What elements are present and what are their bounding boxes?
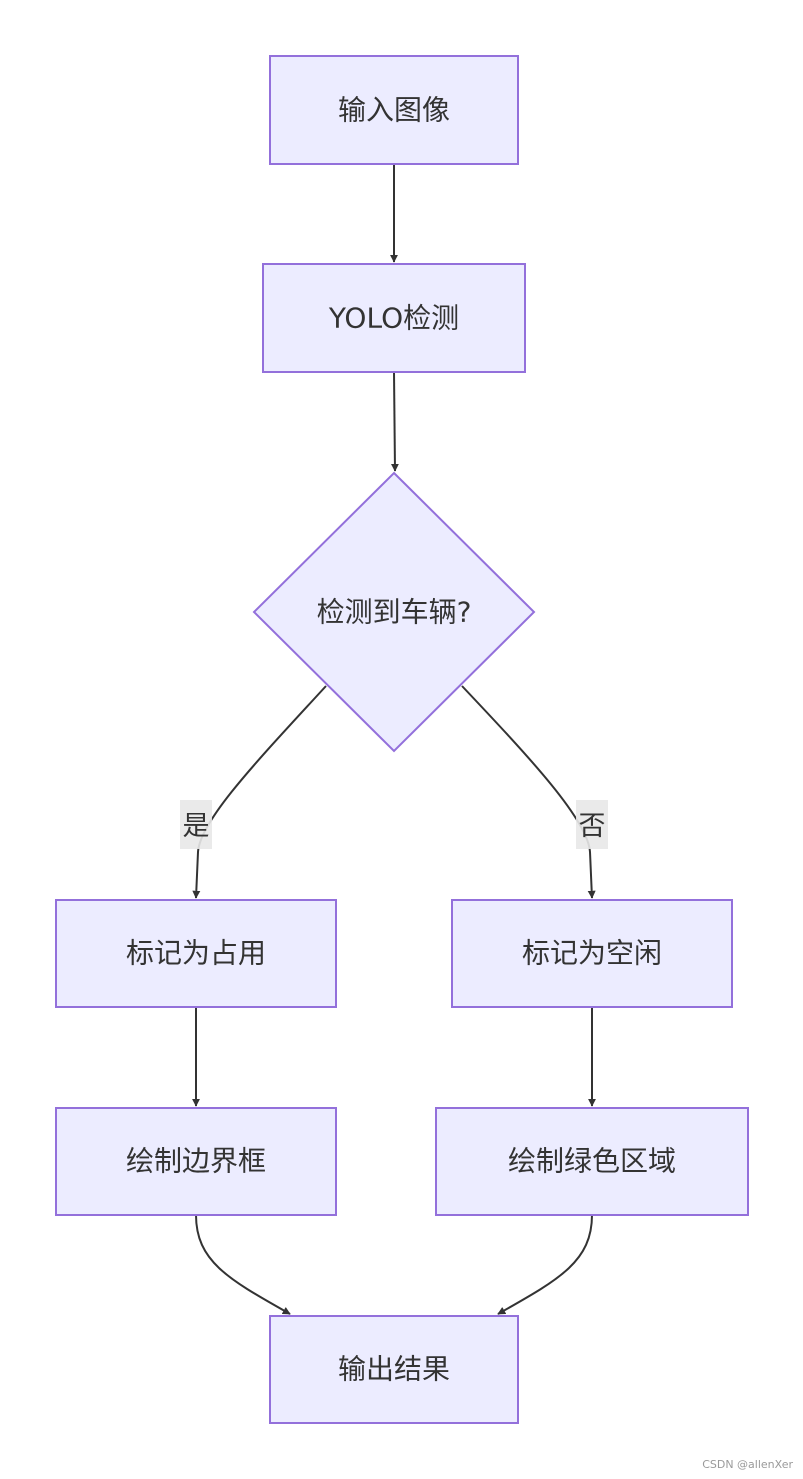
node-drawbox-label: 绘制边界框 [126,1145,266,1178]
watermark: CSDN @allenXer [702,1458,793,1471]
edge-label-no: 否 [579,811,606,842]
node-input-box [269,55,519,165]
edge-label-yes-bg [180,800,212,849]
node-free-box [451,899,733,1008]
node-free-label: 标记为空闲 [522,937,662,970]
node-drawbox-box [55,1107,337,1216]
node-occupied-box [55,899,337,1008]
node-occupied-label: 标记为占用 [126,937,266,970]
node-input-label: 输入图像 [338,94,450,127]
edge-drawgreen-to-output [497,1214,593,1315]
edge-decision-to-occupied [192,685,327,899]
node-drawgreen-label: 绘制绿色区域 [508,1145,676,1178]
node-yolo-label: YOLO检测 [328,302,459,335]
edge-yolo-to-decision [390,371,399,472]
edge-decision-to-free [461,685,596,899]
node-output-label: 输出结果 [338,1353,450,1386]
node-yolo-box [262,263,526,373]
edge-drawbox-to-output [195,1214,291,1315]
node-decision-label: 检测到车辆? [317,596,472,629]
edge-label-yes: 是 [183,811,210,842]
node-decision-diamond [252,471,536,753]
node-drawgreen-box [435,1107,749,1216]
edge-label-no-bg [576,800,608,849]
node-output-box [269,1315,519,1424]
